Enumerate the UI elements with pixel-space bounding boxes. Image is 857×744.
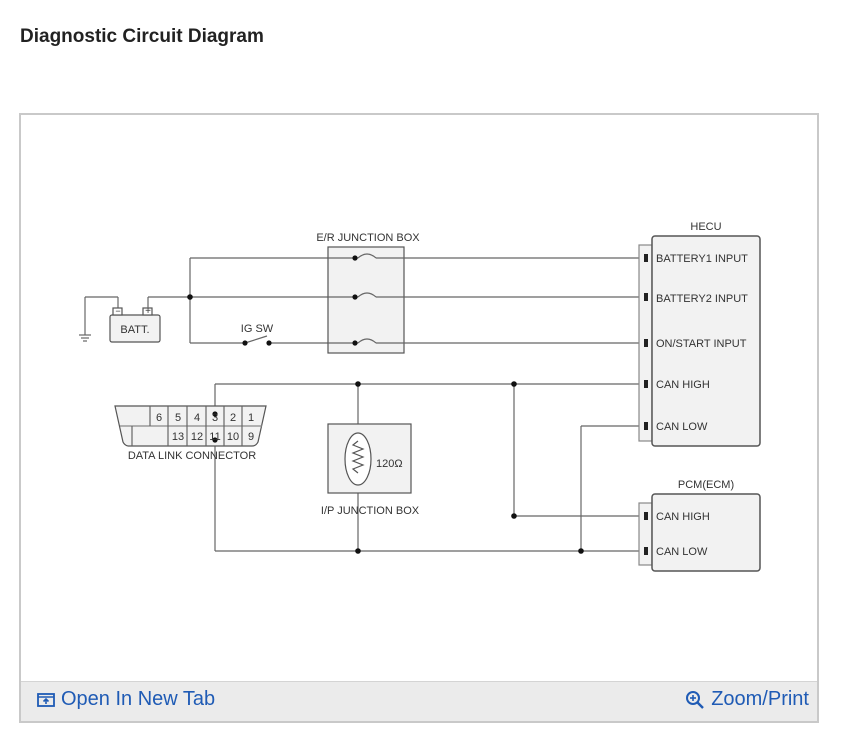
er-junction-box-label: E/R JUNCTION BOX (316, 232, 420, 244)
ground-symbol (79, 297, 91, 342)
dlc-pin-5: 5 (175, 412, 181, 424)
dlc-pin-12: 12 (191, 431, 203, 443)
hecu-pin-can-high: CAN HIGH (656, 379, 710, 391)
battery-minus-sign: − (115, 306, 120, 316)
battery-plus-sign: + (145, 306, 151, 317)
hecu-pin-battery1: BATTERY1 INPUT (656, 253, 748, 265)
dlc-pin-10: 10 (227, 431, 239, 443)
dlc-pin-2: 2 (230, 412, 236, 424)
pcm-pin-can-low: CAN LOW (656, 546, 708, 558)
dlc-pin-4: 4 (194, 412, 200, 424)
open-new-tab-icon (37, 692, 55, 707)
pcm-title: PCM(ECM) (678, 479, 734, 491)
data-link-connector (114, 405, 267, 447)
ip-junction-box-label: I/P JUNCTION BOX (321, 505, 420, 517)
dlc-pin-9: 9 (248, 431, 254, 443)
dlc-pin-3: 3 (212, 412, 218, 424)
junction-dots (187, 255, 584, 554)
diagram-frame: BATT. − + IG SW E/R JUNCTION BOX HECU BA… (19, 113, 819, 723)
dlc-pin-1: 1 (248, 412, 254, 424)
circuit-diagram: BATT. − + IG SW E/R JUNCTION BOX HECU BA… (79, 221, 761, 572)
ig-sw-label: IG SW (241, 323, 274, 335)
diagram-toolbar: Open In New Tab Zoom/Print (21, 681, 817, 721)
dlc-pin-11: 11 (209, 431, 220, 443)
hecu-pin-battery2: BATTERY2 INPUT (656, 293, 748, 305)
zoom-in-icon (686, 690, 705, 709)
hecu-pin-on-start: ON/START INPUT (656, 338, 747, 350)
ig-switch (244, 335, 268, 344)
dlc-pin-13: 13 (172, 431, 184, 443)
zoom-print-label: Zoom/Print (711, 688, 809, 710)
hecu-title: HECU (690, 221, 721, 233)
pcm-module (638, 493, 761, 572)
open-in-new-tab-button[interactable]: Open In New Tab (37, 688, 215, 711)
dlc-label: DATA LINK CONNECTOR (128, 450, 256, 462)
dlc-pin-6: 6 (156, 412, 162, 424)
er-junction-box (327, 246, 405, 354)
zoom-print-button[interactable]: Zoom/Print (685, 688, 809, 711)
pcm-pin-can-high: CAN HIGH (656, 511, 710, 523)
battery (109, 307, 161, 343)
open-in-new-tab-label: Open In New Tab (61, 688, 216, 710)
battery-label: BATT. (120, 324, 149, 336)
page-title: Diagnostic Circuit Diagram (20, 26, 264, 47)
hecu-module (638, 235, 761, 447)
resistor-label: 120Ω (376, 458, 403, 470)
ip-junction-box (327, 423, 412, 494)
hecu-pin-can-low: CAN LOW (656, 421, 708, 433)
